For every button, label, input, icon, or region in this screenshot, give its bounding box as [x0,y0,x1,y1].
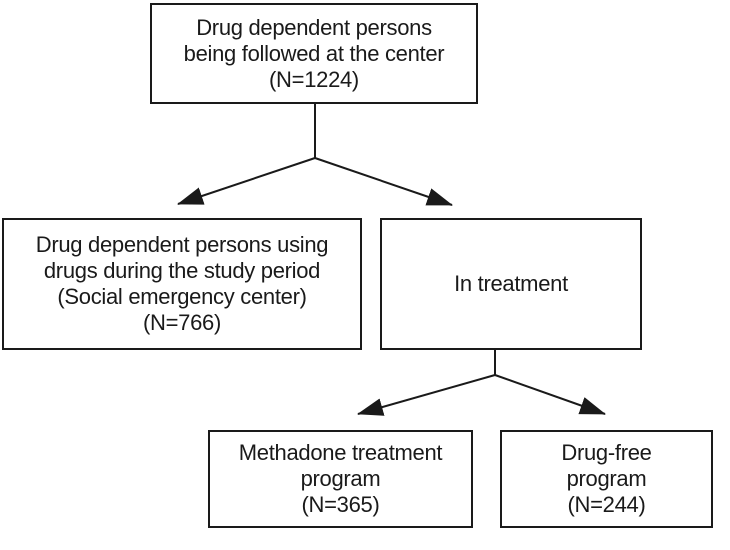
edge-followed-to-in-treatment [314,157,453,206]
node-followed-at-center: Drug dependent persons being followed at… [150,3,478,104]
node-text-line: being followed at the center [183,40,445,66]
node-text-line: In treatment [454,271,568,296]
node-text-line: Drug-free [561,440,652,465]
node-count-line: (N=365) [301,492,380,517]
node-text-line: Drug dependent persons using [35,232,329,257]
node-in-treatment: In treatment [380,218,642,350]
edge-in-treatment-to-methadone [357,374,496,416]
node-methadone-program: Methadone treatment program (N=365) [208,430,473,528]
node-count-line: (N=1224) [269,66,359,92]
edge-followed-to-using-drugs [177,157,316,205]
node-count-line: (N=766) [143,310,221,335]
node-text-line: (Social emergency center) [57,284,307,309]
edge-in-treatment-to-drug-free [494,374,606,415]
node-text-line: Drug dependent persons [196,14,432,40]
node-text-line: program [566,466,647,491]
node-count-line: (N=244) [567,492,646,517]
node-text-line: drugs during the study period [43,258,321,283]
node-text-line: program [300,466,381,491]
node-text-line: Methadone treatment [238,440,443,465]
node-drug-free-program: Drug-free program (N=244) [500,430,713,528]
node-using-drugs-study-period: Drug dependent persons using drugs durin… [2,218,362,350]
